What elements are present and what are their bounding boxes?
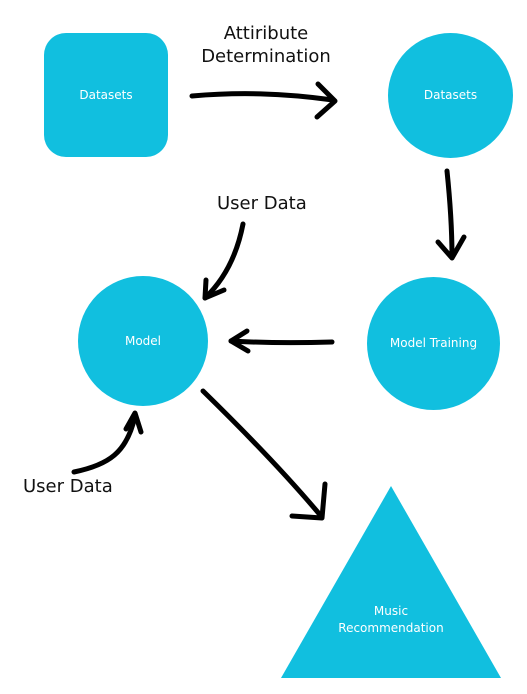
model-training-label: Model Training [389,336,478,351]
datasets-source-node: Datasets [44,33,168,157]
arrow-user-data-bottom-to-model [71,413,138,475]
music-recommendation-label-wrap: Music Recommendation [321,603,461,638]
arrow-model-training-to-model [228,338,335,346]
arrowhead-user-data-top-to-model [202,277,227,301]
arrow-user-data-top-to-model [202,221,246,301]
user-data-top-label: User Data [217,193,307,214]
datasets-source-label: Datasets [79,87,133,102]
model-label: Model [124,333,162,348]
arrowhead-model-training-to-model [228,328,251,354]
attribute-determination-line-1: Attiribute [223,23,309,44]
model-node: Model [78,276,208,406]
datasets-target-label: Datasets [423,88,478,103]
arrowhead-user-data-bottom-to-model [123,410,144,435]
attribute-determination-line-2: Determination [201,45,331,67]
arrowhead-datasets-to-model-training [435,234,467,261]
model-training-node: Model Training [367,277,500,410]
music-recommendation-node [281,486,501,678]
datasets-target-node: Datasets [388,33,513,158]
music-recommendation-triangle [281,486,501,678]
arrow-model-to-music-recommendation [200,388,324,519]
arrow-attribute-determination [189,91,336,103]
music-recommendation-label-line-1: Music [373,604,409,618]
music-recommendation-label-line-2: Recommendation [338,621,444,636]
arrowhead-attribute-determination [314,81,338,120]
arrowhead-model-to-music-recommendation [289,481,328,521]
user-data-bottom-label: User Data [23,476,113,497]
attribute-determination-label: Attiribute Determination [196,23,336,68]
arrow-datasets-to-model-training [444,168,455,260]
